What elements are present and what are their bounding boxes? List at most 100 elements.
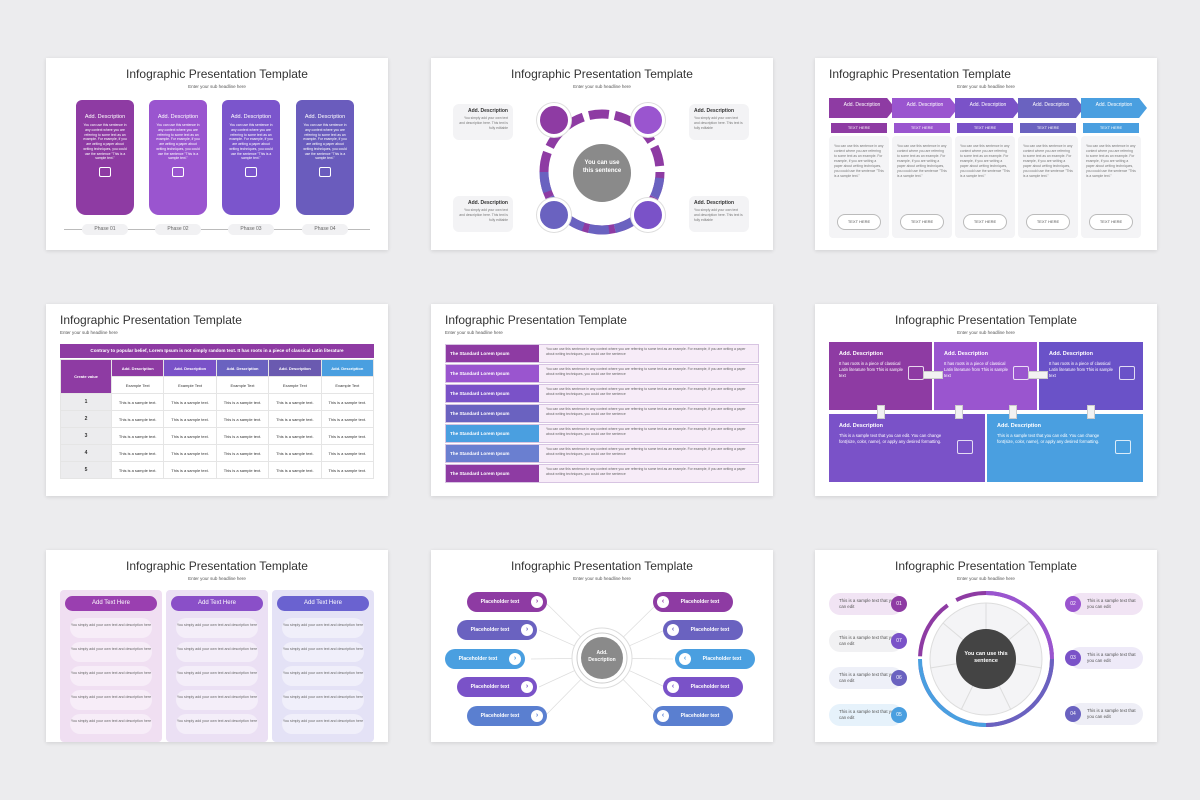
placeholder-item-l2[interactable]: Placeholder text› xyxy=(457,620,537,640)
slide-subtitle: Enter your sub headline here xyxy=(573,84,631,89)
slide-title: Infographic Presentation Template xyxy=(126,67,308,81)
chevron-right-icon: › xyxy=(531,710,543,722)
slide-subtitle: Enter your sub headline here xyxy=(188,84,246,89)
list-item: You simply add your own text and descrip… xyxy=(176,714,258,734)
slide-blocks[interactable]: Infographic Presentation Template Enter … xyxy=(815,304,1157,496)
card-heading: Add. Description xyxy=(230,114,272,120)
example-cell: Example Text xyxy=(215,376,270,394)
placeholder-item-r2[interactable]: ‹Placeholder text xyxy=(663,620,743,640)
chevron-left-icon: ‹ xyxy=(667,681,679,693)
text-here-button[interactable]: TEXT HERE xyxy=(900,214,944,230)
number-badge-05: 05 xyxy=(891,707,907,723)
tag-2: TEXT HERE xyxy=(894,123,950,133)
slide-columns[interactable]: Infographic Presentation Template Enter … xyxy=(46,550,388,742)
number-badge-06: 06 xyxy=(891,670,907,686)
sample-pill-03: This is a sample text that you can edit xyxy=(1069,647,1143,669)
text-here-button[interactable]: TEXT HERE xyxy=(1089,214,1133,230)
placeholder-item-l3[interactable]: Placeholder text› xyxy=(445,649,525,669)
example-cell: Example Text xyxy=(268,376,322,394)
chevron-left-icon: ‹ xyxy=(679,653,691,665)
column-3: Add Text Here You simply add your own te… xyxy=(272,590,374,742)
phase-label-2: Phase 02 xyxy=(155,224,201,235)
placeholder-item-r5[interactable]: ‹Placeholder text xyxy=(653,706,733,726)
slide-subtitle: Enter your sub headline here xyxy=(957,576,1015,581)
arrow-connector-icon xyxy=(923,371,943,379)
card-heading: Add. Description xyxy=(304,114,346,120)
card-text: You can use this sentence in any context… xyxy=(303,123,347,161)
phase-label-4: Phase 04 xyxy=(302,224,348,235)
slide-wheel[interactable]: Infographic Presentation Template Enter … xyxy=(815,550,1157,742)
cycle-ring xyxy=(539,109,665,235)
slide-cycle[interactable]: Infographic Presentation Template Enter … xyxy=(431,58,773,250)
tag-3: TEXT HERE xyxy=(957,123,1013,133)
chevron-right-icon: › xyxy=(521,681,533,693)
placeholder-item-r4[interactable]: ‹Placeholder text xyxy=(663,677,743,697)
slide-title: Infographic Presentation Template xyxy=(829,67,1011,81)
slide-rows[interactable]: Infographic Presentation Template Enter … xyxy=(431,304,773,496)
dashboard-icon xyxy=(319,167,331,178)
slide-process-arrows[interactable]: Infographic Presentation Template Enter … xyxy=(815,58,1157,250)
tag-1: TEXT HERE xyxy=(831,123,887,133)
step-column-5: You can use this sentence in any context… xyxy=(1081,136,1141,238)
arrow-connector-icon xyxy=(877,405,885,419)
slide-subtitle: Enter your sub headline here xyxy=(957,84,1015,89)
sample-pill-05: This is a sample text that you can edit xyxy=(829,704,903,726)
gears-icon xyxy=(1013,366,1029,380)
list-item: You simply add your own text and descrip… xyxy=(70,690,152,710)
slide-phases[interactable]: Infographic Presentation Template Enter … xyxy=(46,58,388,250)
text-here-button[interactable]: TEXT HERE xyxy=(1026,214,1070,230)
list-item: You simply add your own text and descrip… xyxy=(176,690,258,710)
list-item: You simply add your own text and descrip… xyxy=(70,666,152,686)
list-item: You simply add your own text and descrip… xyxy=(70,714,152,734)
table-banner: Contrary to popular belief, Lorem Ipsum … xyxy=(60,344,374,358)
chevron-right-icon: › xyxy=(521,624,533,636)
number-badge-02: 02 xyxy=(1065,596,1081,612)
example-cell: Example Text xyxy=(110,376,165,394)
slide-table[interactable]: Infographic Presentation Template Enter … xyxy=(46,304,388,496)
placeholder-item-l4[interactable]: Placeholder text› xyxy=(457,677,537,697)
presentation-icon xyxy=(172,167,184,178)
slide-title: Infographic Presentation Template xyxy=(60,313,242,327)
text-here-button[interactable]: TEXT HERE xyxy=(963,214,1007,230)
card-text: You can use this sentence in any context… xyxy=(83,123,127,161)
column-header: Add Text Here xyxy=(277,596,369,611)
placeholder-item-r3[interactable]: ‹Placeholder text xyxy=(675,649,755,669)
column-1: Add Text Here You simply add your own te… xyxy=(60,590,162,742)
slide-title: Infographic Presentation Template xyxy=(511,67,693,81)
arrow-connector-icon xyxy=(1009,405,1017,419)
card-heading: Add. Description xyxy=(84,114,126,120)
list-item: You simply add your own text and descrip… xyxy=(176,666,258,686)
corner-cell: Create value xyxy=(60,359,112,394)
phase-label-1: Phase 01 xyxy=(82,224,128,235)
slide-subtitle: Enter your sub headline here xyxy=(188,576,246,581)
example-cell: Example Text xyxy=(163,376,217,394)
list-item: You simply add your own text and descrip… xyxy=(70,642,152,662)
col-header-2: Add. Description xyxy=(163,359,217,377)
chevron-right-icon: › xyxy=(531,596,543,608)
list-item: You simply add your own text and descrip… xyxy=(70,618,152,638)
tag-4: TEXT HERE xyxy=(1020,123,1076,133)
placeholder-item-l1[interactable]: Placeholder text› xyxy=(467,592,547,612)
col-header-3: Add. Description xyxy=(215,359,270,377)
placeholder-item-r1[interactable]: ‹Placeholder text xyxy=(653,592,733,612)
slide-hub[interactable]: Infographic Presentation Template Enter … xyxy=(431,550,773,742)
placeholder-item-l5[interactable]: Placeholder text› xyxy=(467,706,547,726)
org-chart-icon xyxy=(99,167,111,178)
sample-pill-06: This is a sample text that you can edit xyxy=(829,667,903,689)
slide-title: Infographic Presentation Template xyxy=(895,559,1077,573)
text-here-button[interactable]: TEXT HERE xyxy=(837,214,881,230)
step-arrow-3: Add. Description xyxy=(955,98,1021,118)
ideas-icon xyxy=(245,167,257,178)
number-badge-03: 03 xyxy=(1065,650,1081,666)
